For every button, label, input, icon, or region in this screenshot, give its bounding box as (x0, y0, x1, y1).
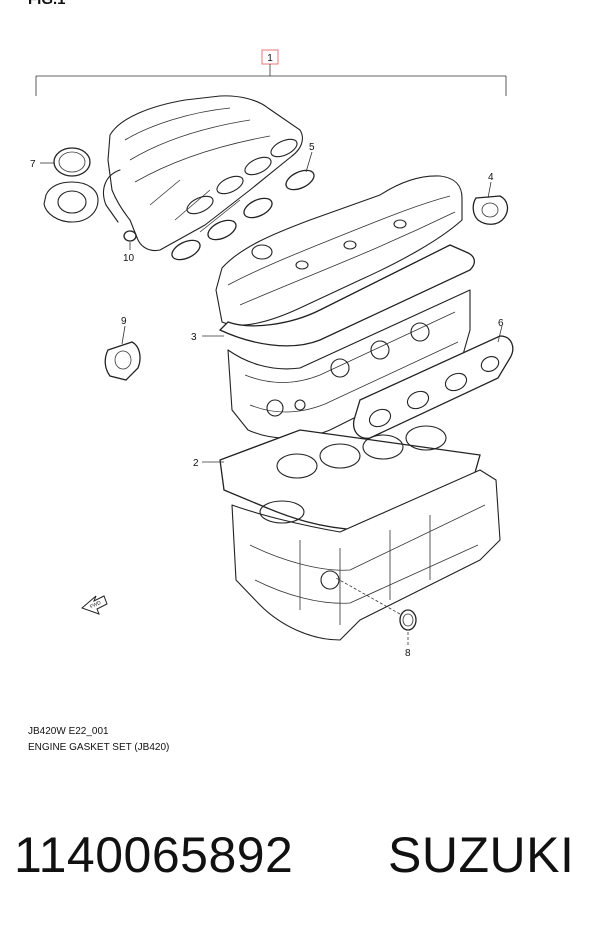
callout-3[interactable]: 3 (191, 332, 197, 343)
callout-9[interactable]: 9 (121, 316, 127, 327)
exploded-engine-diagram: 1 (30, 49, 514, 659)
water-inlet-gasket (104, 341, 141, 381)
intake-manifold (102, 95, 303, 252)
cylinder-head-cover (215, 175, 463, 326)
gasket-set-bracket: 1 (35, 49, 507, 96)
callout-10[interactable]: 10 (123, 253, 135, 264)
throttle-body-gasket (43, 147, 99, 223)
forward-arrow-icon: FWD (81, 595, 108, 615)
exhaust-manifold-gasket (352, 335, 514, 439)
callout-5[interactable]: 5 (309, 142, 315, 153)
callout-numbers: 7 5 4 10 3 9 6 2 8 (30, 142, 504, 659)
brand-name: SUZUKI (388, 827, 575, 883)
callout-8[interactable]: 8 (405, 648, 411, 659)
head-cover-gasket (218, 244, 476, 347)
callout-2[interactable]: 2 (193, 458, 199, 469)
forward-arrow-label: FWD (89, 600, 102, 610)
cylinder-block (231, 469, 501, 641)
cylinder-head (227, 289, 471, 439)
callout-6[interactable]: 6 (498, 318, 504, 329)
rear-oil-seal (399, 609, 417, 631)
drawing-code: JB420W E22_001 (28, 726, 109, 737)
intake-manifold-gaskets (171, 169, 315, 261)
callout-1-label: 1 (267, 53, 273, 64)
small-o-ring (123, 230, 137, 242)
leader-lines (40, 151, 503, 645)
water-outlet-gasket (472, 195, 509, 225)
callout-4[interactable]: 4 (488, 172, 494, 183)
part-number: 1140065892 (14, 827, 294, 883)
figure-label: FIG.1 (28, 0, 66, 8)
drawing-title: ENGINE GASKET SET (JB420) (28, 742, 170, 753)
callout-7[interactable]: 7 (30, 159, 36, 170)
